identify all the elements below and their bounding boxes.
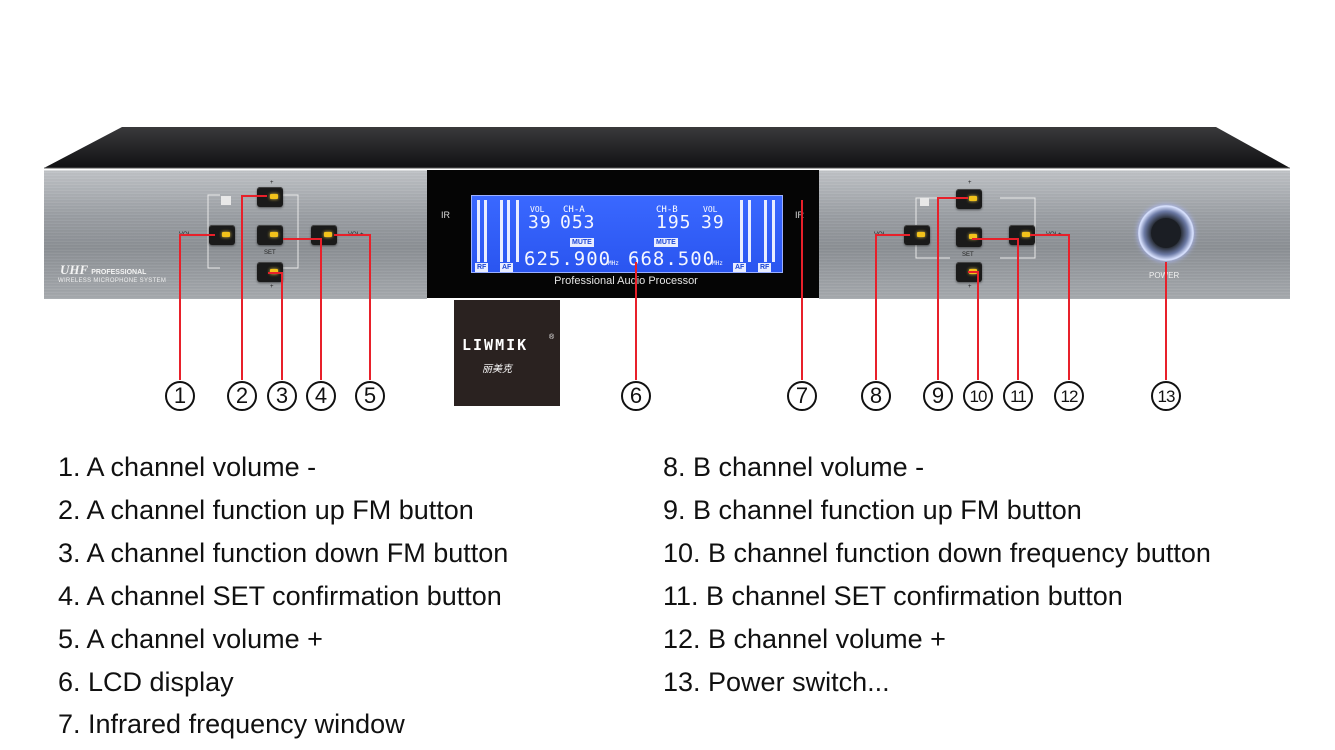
display-caption: Professional Audio Processor	[554, 275, 698, 287]
model-label: UHF PROFESSIONAL	[60, 262, 146, 278]
legend-item-3: 3. A channel function down FM button	[58, 538, 509, 568]
legend-item-7: 7. Infrared frequency window	[58, 709, 405, 739]
up-label-a: +	[270, 180, 274, 186]
lcd-display	[471, 195, 783, 273]
legend-item-13: 13. Power switch...	[663, 667, 890, 697]
b-up-button[interactable]	[956, 189, 982, 209]
chassis-top	[0, 0, 1335, 175]
ir-window-left: IR	[441, 210, 450, 220]
power-label: POWER	[1149, 271, 1180, 280]
brand-logo-text: LIWMIK	[462, 336, 529, 354]
callout-9: 9	[923, 381, 953, 411]
legend-item-11: 11. B channel SET confirmation button	[663, 581, 1123, 611]
legend-item-10: 10. B channel function down frequency bu…	[663, 538, 1211, 568]
lcd-vol-b: 39	[701, 212, 725, 233]
model-professional: PROFESSIONAL	[91, 269, 147, 276]
power-button-cap	[1151, 218, 1181, 248]
ir-window-right: IR	[795, 210, 804, 220]
lcd-ch-b: 195	[656, 212, 692, 233]
callout-7: 7	[787, 381, 817, 411]
down-label-a: +	[270, 284, 274, 290]
callout-lines	[179, 195, 1167, 380]
lcd-meter	[477, 200, 480, 262]
model-uhf: UHF	[60, 262, 88, 277]
callout-4: 4	[306, 381, 336, 411]
lcd-freq-b: 668.500	[628, 248, 716, 270]
power-switch[interactable]	[1138, 205, 1194, 261]
callout-8: 8	[861, 381, 891, 411]
up-label-b: +	[968, 180, 972, 186]
a-up-button[interactable]	[257, 187, 283, 207]
lcd-meter	[484, 200, 487, 262]
lcd-mute-b: MUTE	[654, 238, 678, 247]
lcd-vol-a: 39	[528, 212, 552, 233]
b-vol-minus-button[interactable]	[904, 225, 930, 245]
callout-13: 13	[1151, 381, 1181, 411]
legend-item-6: 6. LCD display	[58, 667, 234, 697]
callout-5: 5	[355, 381, 385, 411]
chassis-top-shape	[44, 127, 1290, 169]
a-indicator	[221, 196, 231, 205]
a-set-button[interactable]	[257, 225, 283, 245]
callout-3: 3	[267, 381, 297, 411]
set-label-a: SET	[264, 250, 276, 256]
lcd-rf-left: RF	[475, 263, 489, 272]
lcd-af-left: AF	[500, 263, 514, 272]
callout-12: 12	[1054, 381, 1084, 411]
lcd-meter	[500, 200, 503, 262]
legend-item-9: 9. B channel function up FM button	[663, 495, 1082, 525]
lcd-vol-a-label: VOL	[530, 205, 545, 214]
lcd-meter	[516, 200, 519, 262]
lcd-ch-a-label: CH-A	[563, 205, 585, 215]
legend-item-1: 1. A channel volume -	[58, 452, 317, 482]
callout-11: 11	[1003, 381, 1033, 411]
lcd-vol-b-label: VOL	[703, 205, 718, 214]
left-button-frame	[207, 194, 299, 269]
lcd-meter	[772, 200, 775, 262]
callout-1: 1	[165, 381, 195, 411]
callout-10: 10	[963, 381, 993, 411]
lcd-meter	[740, 200, 743, 262]
lcd-rf-right: RF	[758, 263, 772, 272]
b-set-button[interactable]	[956, 227, 982, 247]
callout-6: 6	[621, 381, 651, 411]
lcd-unit-b: MHz	[712, 260, 723, 267]
legend-item-12: 12. B channel volume +	[663, 624, 946, 654]
brand-logo-chinese: 丽美克	[482, 364, 512, 375]
set-label-b: SET	[962, 252, 974, 258]
lcd-ch-a: 053	[560, 212, 596, 233]
callout-2: 2	[227, 381, 257, 411]
brand-logo: LIWMIK ® 丽美克	[454, 300, 560, 406]
legend-item-5: 5. A channel volume +	[58, 624, 323, 654]
lcd-ch-b-label: CH-B	[656, 205, 678, 215]
lcd-mute-a: MUTE	[570, 238, 594, 247]
legend-item-4: 4. A channel SET confirmation button	[58, 581, 502, 611]
down-label-b: +	[968, 284, 972, 290]
lcd-meter	[764, 200, 767, 262]
brand-logo-reg: ®	[549, 334, 555, 341]
model-subtitle: WIRELESS MICROPHONE SYSTEM	[58, 278, 167, 284]
lcd-af-right: AF	[733, 263, 747, 272]
b-indicator	[920, 198, 929, 206]
legend-item-8: 8. B channel volume -	[663, 452, 925, 482]
lcd-freq-a: 625.900	[524, 248, 612, 270]
legend-item-2: 2. A channel function up FM button	[58, 495, 474, 525]
a-vol-minus-button[interactable]	[209, 225, 235, 245]
lcd-meter	[507, 200, 510, 262]
lcd-unit-a: MHz	[608, 260, 619, 267]
lcd-meter	[748, 200, 751, 262]
